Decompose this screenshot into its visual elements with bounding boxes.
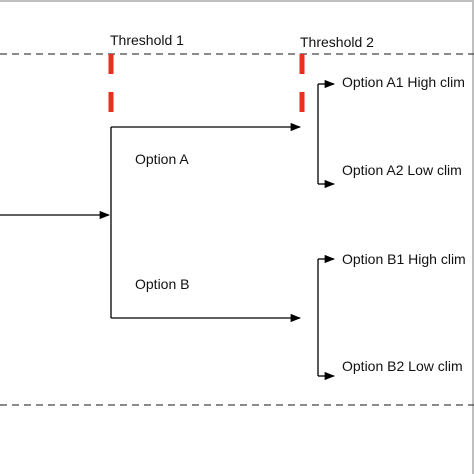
outcome-a2-label: Option A2 Low clim [342,162,462,178]
option-a-label: Option A [135,151,189,167]
threshold-1-label: Threshold 1 [110,32,184,48]
threshold-2-label: Threshold 2 [300,34,374,50]
outcome-a1-label: Option A1 High clim [342,74,465,90]
option-b-label: Option B [135,276,190,292]
outcome-b2-label: Option B2 Low clim [342,358,463,374]
outcome-b1-label: Option B1 High clim [342,251,466,267]
image-top-border [0,0,474,2]
image-right-border [472,0,474,474]
